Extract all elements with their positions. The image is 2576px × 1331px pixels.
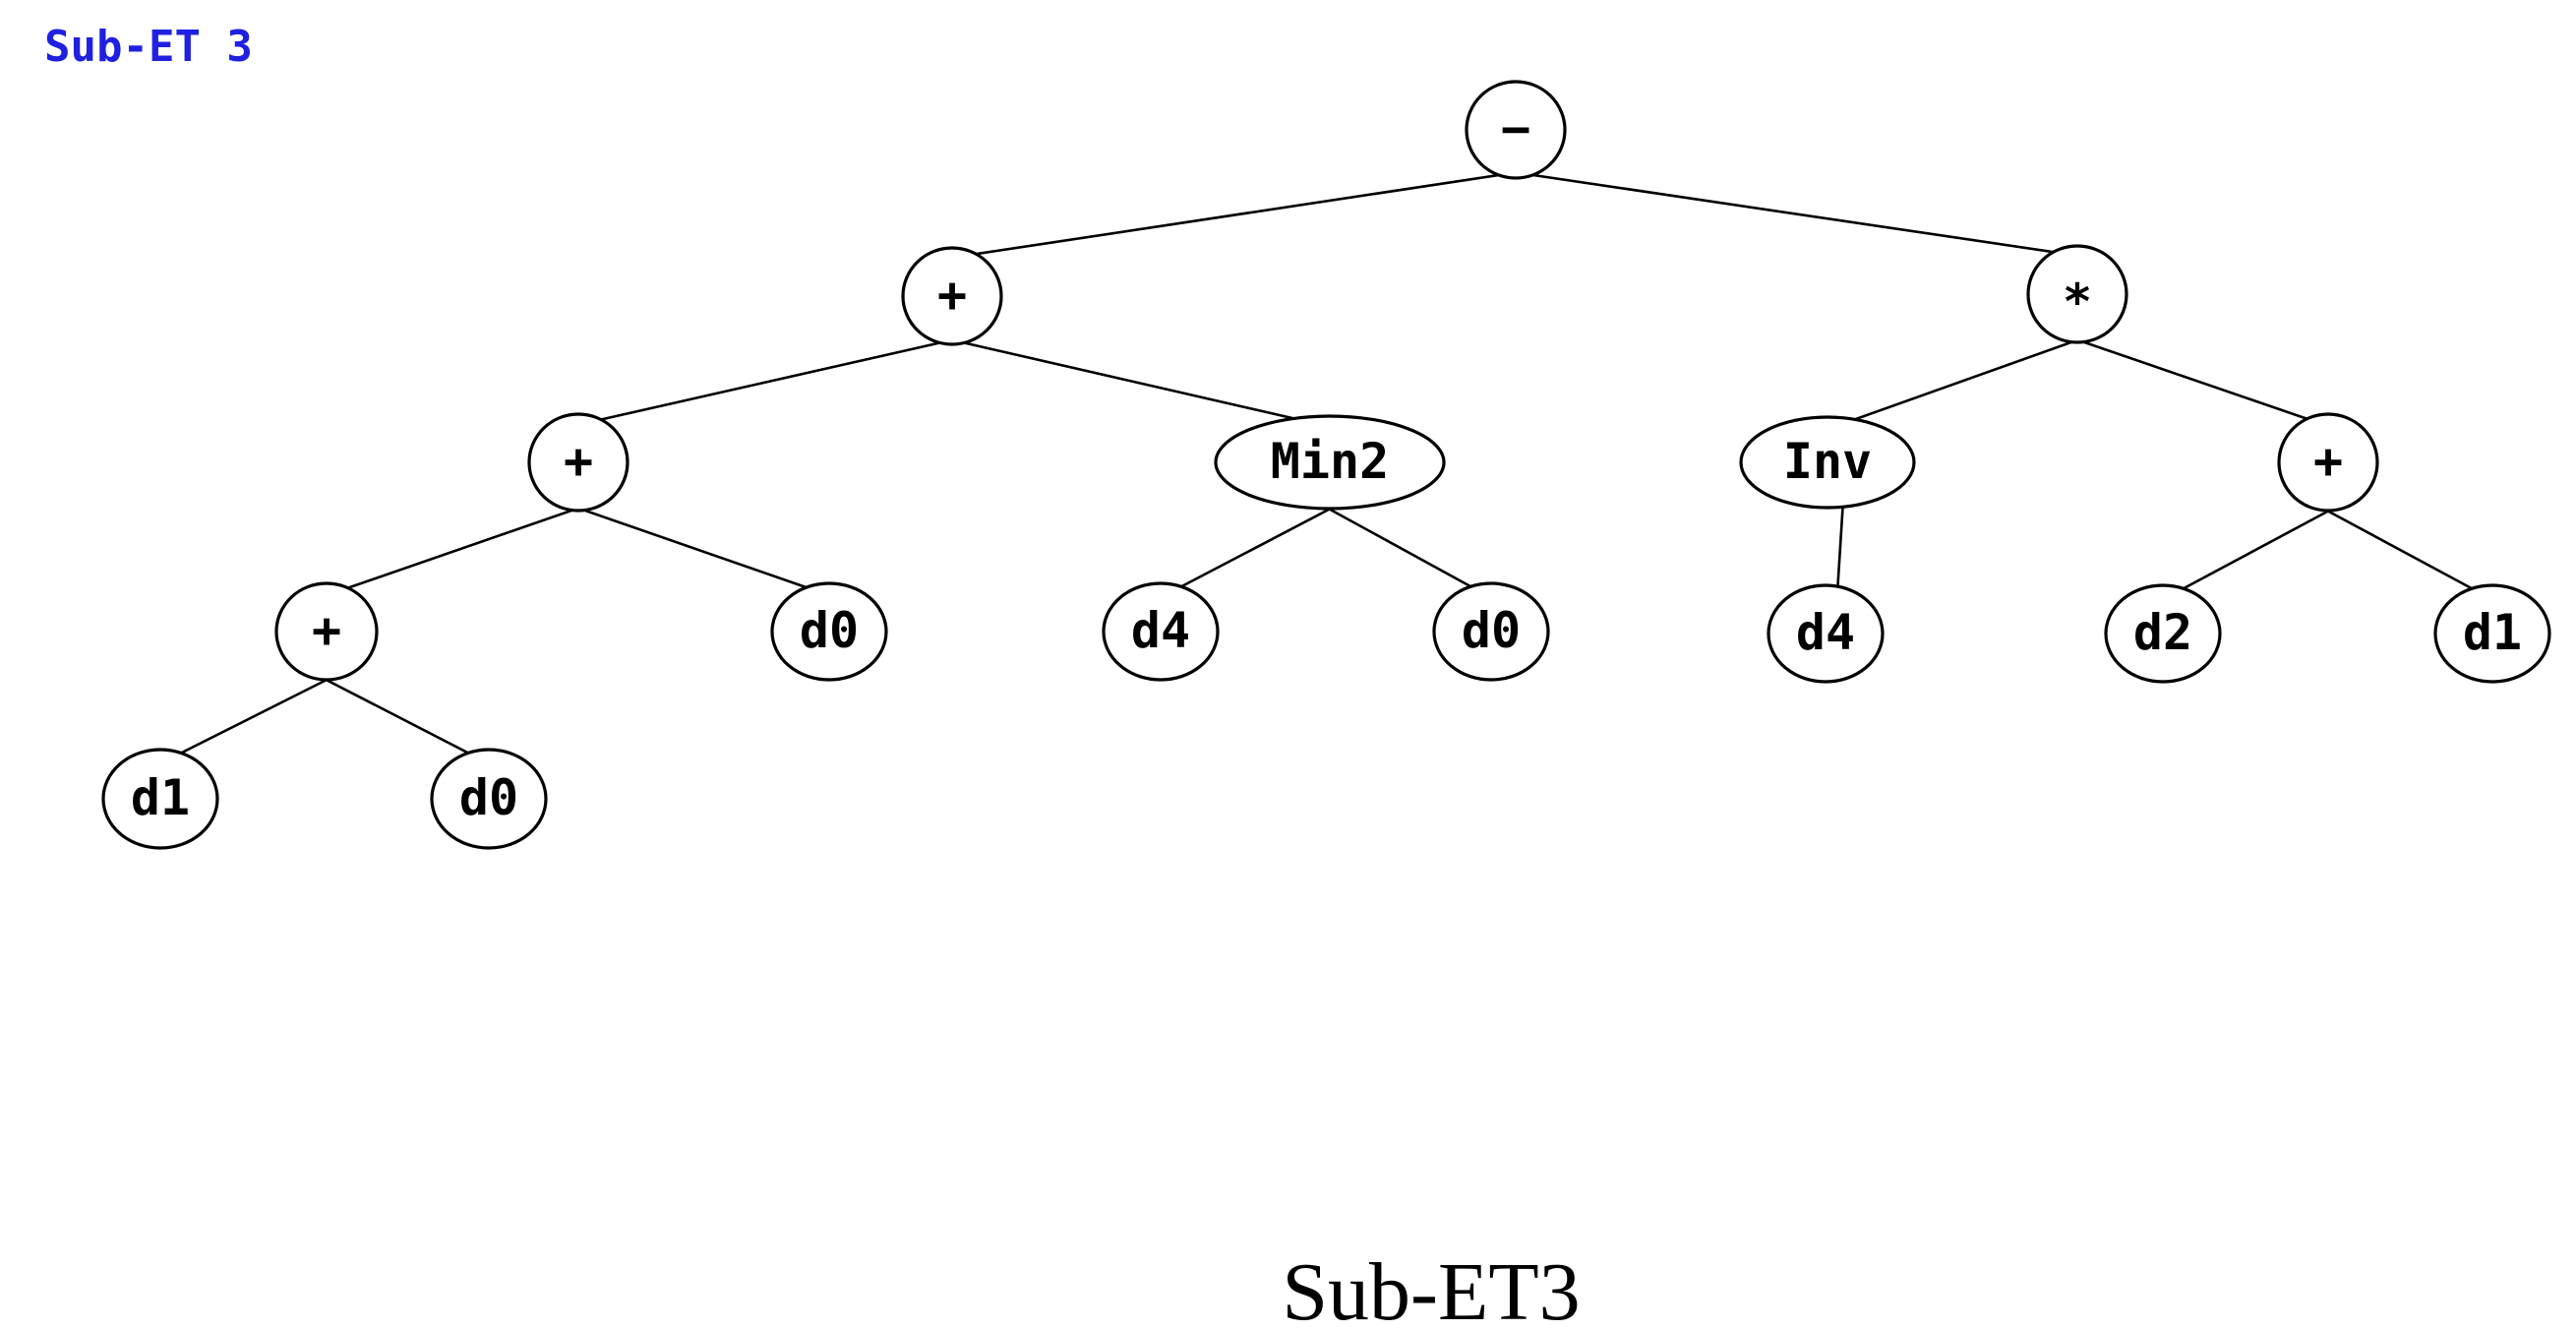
- node-label: *: [2063, 273, 2092, 331]
- tree-node-function-n4: Min2: [1214, 414, 1446, 511]
- tree-edge: [963, 168, 1532, 258]
- tree-node-terminal-n12: d2: [2104, 583, 2222, 684]
- node-label: Inv: [1783, 433, 1872, 490]
- tree-edge: [935, 334, 1319, 426]
- tree-edge: [310, 670, 478, 759]
- node-label: d2: [2133, 604, 2192, 661]
- node-ellipse: [901, 246, 1003, 346]
- tree-node-function-n5: Inv: [1739, 415, 1916, 510]
- node-label: d0: [1462, 602, 1521, 659]
- node-label: +: [564, 433, 593, 490]
- tree-node-function-n3: +: [527, 412, 629, 513]
- tree-node-terminal-n15: d0: [430, 748, 548, 850]
- tree-node-function-n2: *: [2026, 244, 2128, 344]
- tree-edge: [337, 501, 595, 593]
- tree-node-terminal-n8: d0: [770, 581, 888, 682]
- tree-edge: [562, 501, 818, 593]
- node-ellipse: [2433, 583, 2551, 684]
- node-label: d4: [1796, 604, 1855, 661]
- subtree-header-label: Sub-ET 3: [44, 22, 253, 72]
- tree-edge: [1835, 499, 1845, 594]
- tree-node-function-n6: +: [2277, 412, 2379, 513]
- node-label: −: [1501, 100, 1530, 157]
- node-label: +: [937, 267, 967, 324]
- tree-edge: [2311, 501, 2482, 595]
- tree-node-function-n1: +: [901, 246, 1003, 346]
- tree-edge: [2174, 501, 2345, 595]
- node-label: d1: [2463, 604, 2522, 661]
- node-label: +: [312, 602, 341, 659]
- tree-node-function-n7: +: [274, 581, 379, 682]
- node-ellipse: [2277, 412, 2379, 513]
- node-label: d1: [131, 769, 190, 826]
- node-ellipse: [1767, 583, 1885, 684]
- tree-edge: [171, 670, 343, 759]
- tree-edge: [1838, 333, 2094, 427]
- tree-node-terminal-n9: d4: [1102, 581, 1220, 682]
- tree-edge: [1499, 168, 2067, 256]
- tree-edge: [1313, 499, 1480, 593]
- node-ellipse: [101, 748, 219, 850]
- tree-node-terminal-n13: d1: [2433, 583, 2551, 684]
- node-label: d4: [1131, 602, 1190, 659]
- node-ellipse: [274, 581, 379, 682]
- node-ellipse: [1102, 581, 1220, 682]
- tree-node-terminal-n10: d0: [1432, 581, 1550, 682]
- node-label: d0: [459, 769, 518, 826]
- node-ellipse: [770, 581, 888, 682]
- node-label: d0: [800, 602, 859, 659]
- tree-edge: [2061, 333, 2317, 424]
- tree-node-terminal-n11: d4: [1767, 583, 1885, 684]
- node-ellipse: [1465, 80, 1567, 180]
- node-ellipse: [1739, 415, 1916, 510]
- tree-edge: [1171, 499, 1347, 593]
- tree-edge: [589, 334, 969, 424]
- node-ellipse: [2026, 244, 2128, 344]
- node-label: +: [2313, 433, 2343, 490]
- node-ellipse: [1432, 581, 1550, 682]
- figure-caption: Sub-ET3: [1282, 1246, 1581, 1331]
- tree-node-function-n0: −: [1465, 80, 1567, 180]
- node-ellipse: [527, 412, 629, 513]
- node-ellipse: [430, 748, 548, 850]
- node-ellipse: [2104, 583, 2222, 684]
- node-ellipse: [1214, 414, 1446, 511]
- tree-node-terminal-n14: d1: [101, 748, 219, 850]
- node-label: Min2: [1271, 433, 1389, 490]
